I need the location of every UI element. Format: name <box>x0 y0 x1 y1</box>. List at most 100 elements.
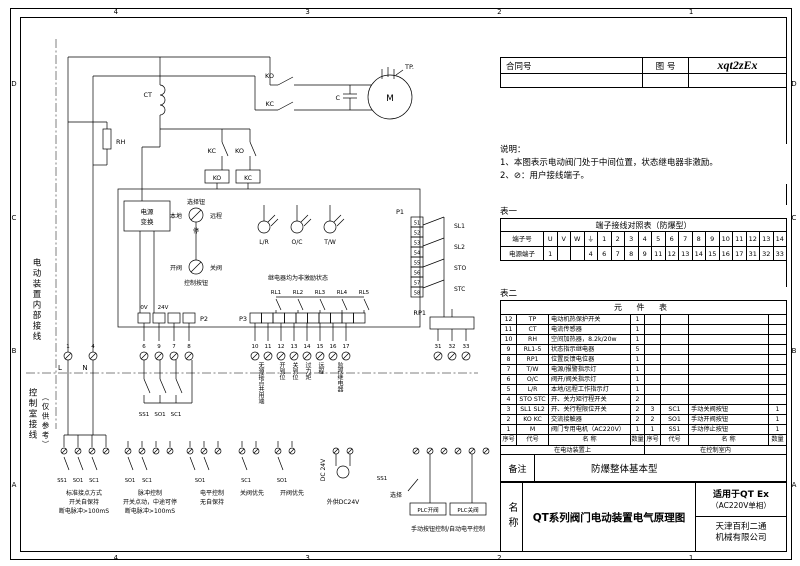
component-qty: 1 <box>631 365 645 374</box>
power-converter-box <box>123 200 171 232</box>
zone-marker: A <box>791 481 797 490</box>
zone-marker: 4 <box>113 7 119 16</box>
component-row: 3 SL1 SL2 开、关行程限位开关 2 3 SC1 手动关阀按钮 1 <box>501 404 786 414</box>
component-code-right: SS1 <box>661 425 689 434</box>
component-name-right <box>689 335 769 344</box>
terminal-number: 8 <box>187 344 191 350</box>
component-name: 电流传感器 <box>549 325 631 334</box>
component-code-right <box>661 375 689 384</box>
terminal-cell: 12 <box>745 232 760 246</box>
selector-knob <box>188 207 204 223</box>
component-name-right <box>689 315 769 324</box>
so1-label: SO1 <box>154 412 165 418</box>
drawing-title: QT系列阀门电动装置电气原理图 <box>523 483 696 551</box>
component-qty: 2 <box>631 405 645 414</box>
component-qty-right: 1 <box>775 416 780 423</box>
table1-title: 端子接线对照表（防爆型） <box>501 219 786 232</box>
component-name-right <box>689 385 769 394</box>
rp1-label: RP1 <box>413 309 426 317</box>
terminal-cell: 9 <box>705 232 719 246</box>
selector-label: 选择钮 <box>187 198 205 206</box>
p1-pin: 58 <box>414 291 420 297</box>
p2-connector <box>137 312 196 324</box>
component-code: KO KC <box>517 415 549 424</box>
grp4-btn: SC1 <box>241 478 251 484</box>
component-row: 11 CT 电流传感器 1 <box>501 324 786 334</box>
component-code: STO STC <box>517 395 549 404</box>
terminal-number: 32 <box>449 344 456 350</box>
terminal-cell: 4 <box>637 232 652 246</box>
sel-ss1-label: SS1 <box>377 476 387 482</box>
component-row: 8 RP1 位置反馈电位器 1 <box>501 354 786 364</box>
applicable-model: 适用于QT Ex <box>713 490 769 500</box>
terminal-function-label: 无源接点共用端 <box>257 362 264 404</box>
power-conv-label-1: 电源 <box>141 207 155 216</box>
component-code-right <box>661 315 689 324</box>
row-number: 1 <box>501 425 517 434</box>
component-name-right <box>689 325 769 334</box>
component-row: 7 T/W 电源/报警指示灯 1 <box>501 364 786 374</box>
kc-coil-box <box>235 169 261 184</box>
p1-pin: 54 <box>414 251 420 257</box>
component-name: 电源/报警指示灯 <box>549 365 631 374</box>
component-code-right <box>661 395 689 404</box>
component-row: 10 RH 空间加热器，8.2k/20w 1 <box>501 334 786 344</box>
empty-cell <box>643 74 689 87</box>
terminal-cell: U <box>543 232 557 246</box>
terminal-number: 11 <box>265 344 272 350</box>
plc-close-box <box>449 502 487 516</box>
terminal-number: 31 <box>435 344 442 350</box>
terminal-cell: 33 <box>772 247 787 260</box>
mode3-title: 电平控制 <box>200 489 224 497</box>
terminal-cell: 3 <box>624 232 638 246</box>
terminal-function-label: 监视继电器 <box>336 362 343 392</box>
p1-pin: 57 <box>414 281 420 287</box>
terminal-function-label: 开到位 <box>278 362 285 380</box>
terminal-cell: 31 <box>745 247 760 260</box>
plc-open-box <box>409 502 447 516</box>
terminal-number: 14 <box>304 344 311 350</box>
mode1-line2: 断电脉冲>100mS <box>59 507 109 515</box>
component-code-right <box>661 385 689 394</box>
row-number-right <box>645 385 661 394</box>
remark-box: 备注 防爆整体基本型 <box>500 454 787 482</box>
header-num: 序号 <box>501 435 517 445</box>
component-name-right <box>689 375 769 384</box>
component-code: L/R <box>517 385 549 394</box>
component-code-right <box>661 365 689 374</box>
terminal-number: 15 <box>317 344 324 350</box>
component-table-header: 序号 代号 名 称 数量 序号 代号 名 称 数量 <box>501 434 786 445</box>
terminal-cell: 7 <box>610 247 625 260</box>
row-number: 3 <box>501 405 517 414</box>
component-name: 状态指示继电器 <box>549 345 631 354</box>
component-code-right <box>661 355 689 364</box>
v0-label: 0V <box>140 305 147 311</box>
component-name: 阀门专用电机（AC220V） <box>549 425 631 434</box>
component-qty: 2 <box>631 415 645 424</box>
terminal-cell: 11 <box>732 232 746 246</box>
terminal-cell <box>556 247 571 260</box>
row-number: 4 <box>501 395 517 404</box>
row-number-right <box>645 325 661 334</box>
component-qty-right: 1 <box>775 406 780 413</box>
component-code: CT <box>517 325 549 334</box>
ko-label: KO <box>265 72 274 80</box>
ko-coil-box <box>204 169 230 184</box>
terminal-number: 16 <box>330 344 337 350</box>
wiring <box>63 56 473 503</box>
row-number: 9 <box>501 345 517 354</box>
component-name: 电动机热保护开关 <box>549 315 631 324</box>
footer-control-room: 在控制室内 <box>700 447 731 454</box>
rh-resistor <box>102 128 112 150</box>
outer-border <box>10 8 792 560</box>
zone-marker: B <box>791 347 797 356</box>
indicator-lamps <box>257 214 345 234</box>
dc24v-label: DC 24V <box>320 458 327 481</box>
row-number-right <box>645 395 661 404</box>
row-number-right <box>645 315 661 324</box>
row-number-right: 1 <box>645 425 661 434</box>
grp1-btn: SS1 <box>57 478 67 484</box>
row-number: 10 <box>501 335 517 344</box>
